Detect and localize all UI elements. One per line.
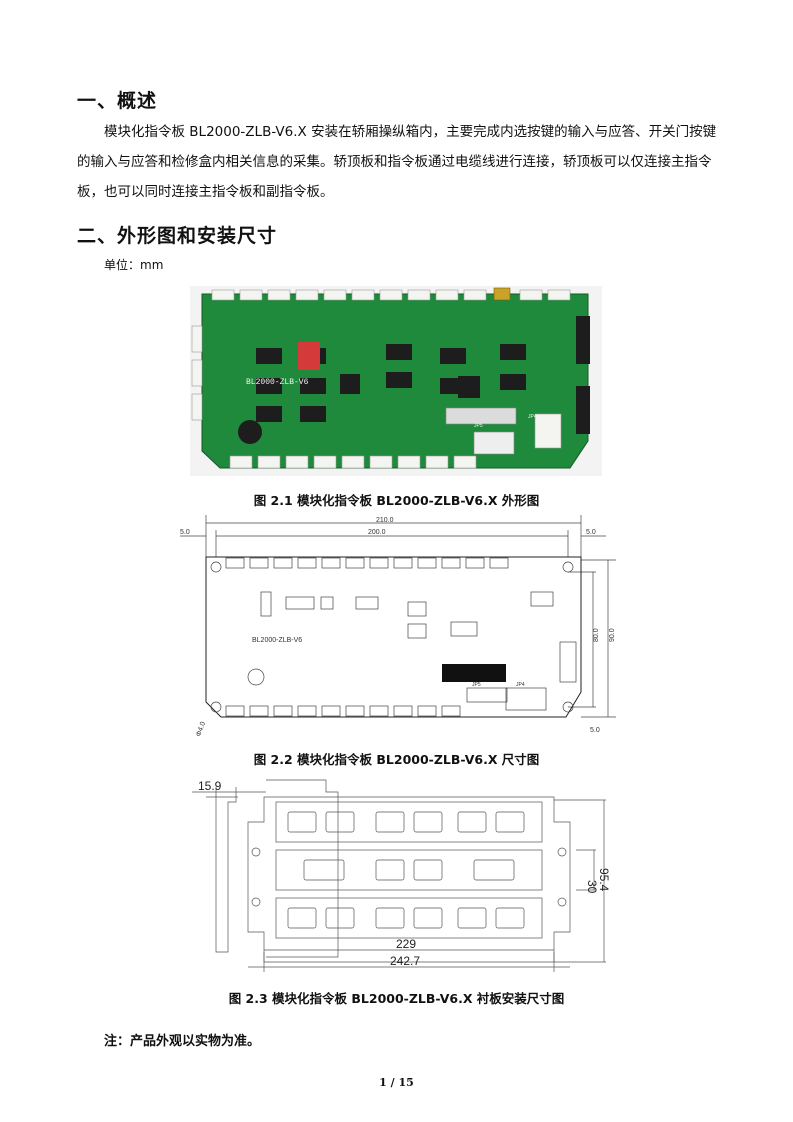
- dim-242-7: 242.7: [390, 954, 420, 968]
- dim-15-9: 15.9: [198, 779, 222, 793]
- dim-hole-diameter: Φ4.0: [195, 721, 207, 738]
- jp4-label: JP4: [528, 414, 537, 420]
- note: 注：产品外观以实物为准。: [104, 1034, 261, 1049]
- figure-2-2-caption: 图 2.2 模块化指令板 BL2000-ZLB-V6.X 尺寸图: [253, 752, 540, 767]
- drawing-jp4-label: JP4: [516, 682, 525, 688]
- section-heading-overview: 一、概述: [77, 90, 158, 112]
- mounting-plate-drawing: 15.9 229 242.7 30 95.4: [192, 779, 611, 972]
- dim-80: 80.0: [593, 628, 600, 642]
- figure-2-1-caption: 图 2.1 模块化指令板 BL2000-ZLB-V6.X 外形图: [253, 493, 540, 508]
- board-silk-label: BL2000-ZLB-V6: [246, 378, 309, 387]
- dim-200: 200.0: [368, 529, 386, 536]
- drawing-silk-label: BL2000-ZLB-V6: [252, 637, 302, 644]
- unit-label: 单位：mm: [104, 258, 164, 272]
- dim-5-left: 5.0: [180, 529, 190, 536]
- dim-30: 30: [585, 880, 599, 894]
- dim-95-4: 95.4: [597, 868, 611, 892]
- jp5-label: JP5: [474, 423, 483, 429]
- figure-2-3-caption: 图 2.3 模块化指令板 BL2000-ZLB-V6.X 衬板安装尺寸图: [228, 991, 565, 1006]
- board-dimension-drawing: 210.0 200.0 5.0 5.0 80.0 90.0 5.0 Φ4.0 B…: [180, 515, 616, 738]
- board-photo: BL2000-ZLB-V6 JP5 JP4: [190, 286, 602, 476]
- overview-paragraph: 模块化指令板 BL2000-ZLB-V6.X 安装在轿厢操纵箱内，主要完成内选按…: [77, 124, 717, 200]
- dim-5-right: 5.0: [586, 529, 596, 536]
- dim-229: 229: [396, 937, 416, 951]
- dim-90: 90.0: [609, 628, 616, 642]
- drawing-jp5-label: JP5: [472, 682, 481, 688]
- dim-210: 210.0: [376, 517, 394, 524]
- page-number: 1 / 15: [379, 1076, 414, 1089]
- section-heading-dimensions: 二、外形图和安装尺寸: [77, 225, 278, 247]
- dim-5-bottom: 5.0: [590, 727, 600, 734]
